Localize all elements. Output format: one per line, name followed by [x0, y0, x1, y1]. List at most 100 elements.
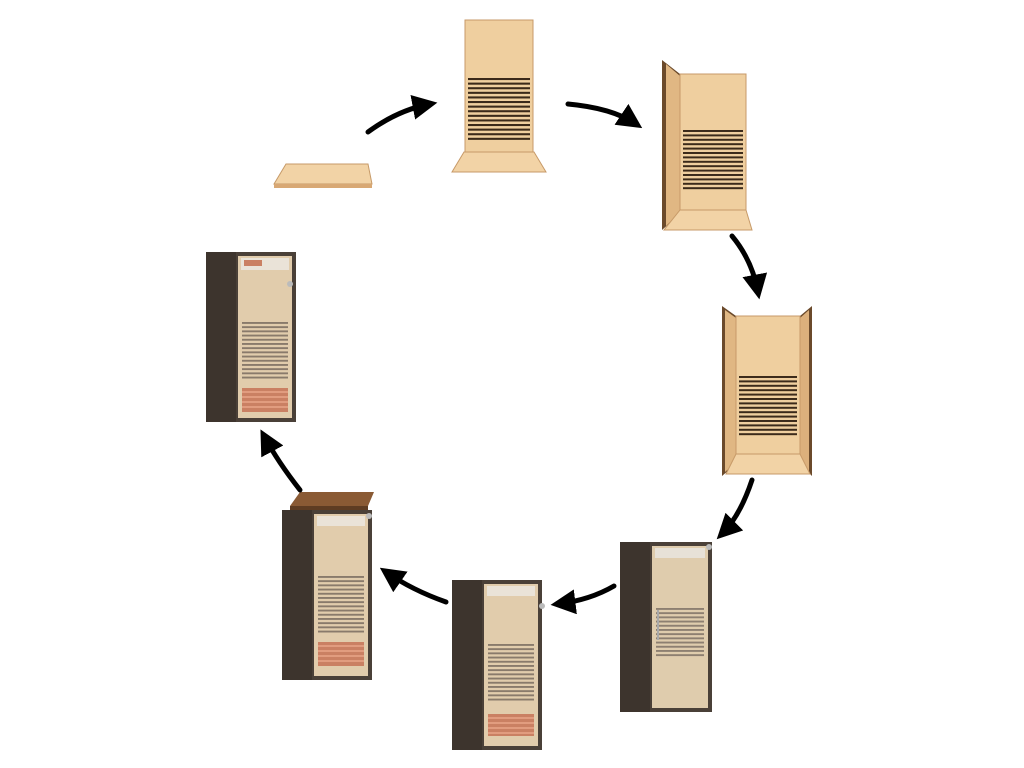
heater-slat — [683, 182, 743, 185]
heater-slat — [683, 174, 743, 176]
heater-slat — [468, 96, 530, 99]
heater-slat — [739, 402, 797, 405]
step-3-left-side-wall — [662, 60, 753, 231]
arrow-5-to-6 — [550, 583, 617, 615]
step-5-front-panel — [620, 542, 712, 712]
heater-slat — [242, 364, 288, 366]
heater-slat — [242, 359, 288, 362]
heater-slat — [468, 82, 530, 85]
heater-slat — [739, 398, 797, 400]
heater-slat — [318, 622, 364, 625]
heater-slat — [488, 690, 534, 693]
heater-slat — [739, 406, 797, 409]
heater-slat — [468, 133, 530, 136]
heater-slat — [468, 114, 530, 117]
arrow-7-to-8 — [260, 429, 303, 493]
heater-slat — [318, 580, 364, 583]
heater-slat — [488, 665, 534, 667]
heater-slat — [683, 156, 743, 159]
heater-slat — [488, 652, 534, 655]
heater-slat — [468, 110, 530, 113]
heater-slat — [488, 673, 534, 676]
heater-slat — [242, 376, 288, 379]
heater-slat — [468, 137, 530, 140]
heater-slat — [468, 78, 530, 81]
heater-slat — [683, 178, 743, 181]
heater-slat — [656, 616, 704, 619]
heater-slat — [739, 384, 797, 387]
heater-slat — [488, 669, 534, 672]
heater-slat — [318, 609, 364, 612]
heater-slat — [468, 105, 530, 108]
bench-heater-element — [242, 401, 288, 403]
arrow-3-to-4 — [729, 233, 768, 300]
heater-slat — [683, 160, 743, 163]
heater-slat — [488, 694, 534, 697]
heater-slat — [683, 143, 743, 146]
bench-heater-element — [488, 732, 534, 734]
heater-slat — [739, 415, 797, 418]
heater-slat — [318, 592, 364, 595]
heater-slat — [656, 620, 704, 623]
heater-slat — [656, 612, 704, 615]
heater-slat — [739, 428, 797, 431]
heater-slat — [656, 645, 704, 648]
heater-slat — [468, 119, 530, 122]
heater-slat — [656, 654, 704, 657]
bench-heater-element — [242, 406, 288, 408]
heater-slat — [656, 650, 704, 652]
heater-slat — [242, 351, 288, 354]
bench-heater-element — [318, 645, 364, 647]
heater-slat — [242, 334, 288, 337]
heater-slat — [656, 641, 704, 644]
heater-slat — [488, 677, 534, 680]
heater-slat — [656, 624, 704, 627]
heater-slat — [318, 626, 364, 629]
heater-slat — [683, 169, 743, 172]
step-7-roof-panel — [282, 492, 374, 680]
heater-slat — [242, 326, 288, 329]
heater-slat — [739, 376, 797, 378]
step-1-floor-panel — [273, 163, 373, 188]
heater-slat — [739, 420, 797, 422]
heater-slat — [683, 130, 743, 132]
arrow-6-to-7 — [379, 567, 449, 605]
heater-slat — [318, 584, 364, 587]
heater-slat — [656, 608, 704, 610]
step-2-back-wall — [451, 19, 547, 173]
back-wall-heater-slats — [468, 78, 530, 140]
heater-slat — [468, 128, 530, 131]
heater-slat — [739, 411, 797, 414]
heater-slat — [468, 124, 530, 127]
heater-slat — [739, 389, 797, 392]
heater-slat — [242, 322, 288, 324]
heater-slat — [488, 644, 534, 646]
bench-heater-element — [488, 722, 534, 724]
bench-heater-element — [318, 650, 364, 652]
heater-slat — [488, 686, 534, 688]
heater-slat — [683, 134, 743, 137]
heater-slat — [683, 165, 743, 168]
bench-heater-element — [242, 396, 288, 398]
heater-slat — [656, 629, 704, 631]
heater-slat — [468, 101, 530, 104]
heater-slat — [318, 618, 364, 620]
heater-slat — [318, 630, 364, 633]
heater-slat — [242, 372, 288, 375]
heater-slat — [318, 605, 364, 608]
step-4-right-side-wall — [722, 306, 812, 476]
heater-slat — [683, 138, 743, 141]
heater-slat — [488, 681, 534, 684]
heater-slat — [242, 368, 288, 371]
heater-slat — [318, 588, 364, 591]
heater-slat — [318, 613, 364, 616]
bench-heater-element — [242, 391, 288, 393]
heater-slat — [488, 660, 534, 663]
sequence-arrows — [260, 94, 768, 615]
bench-heater-element — [488, 727, 534, 729]
heater-slat — [656, 633, 704, 636]
heater-slat — [468, 87, 530, 90]
heater-slat — [318, 597, 364, 599]
arrow-4-to-5 — [716, 477, 755, 540]
